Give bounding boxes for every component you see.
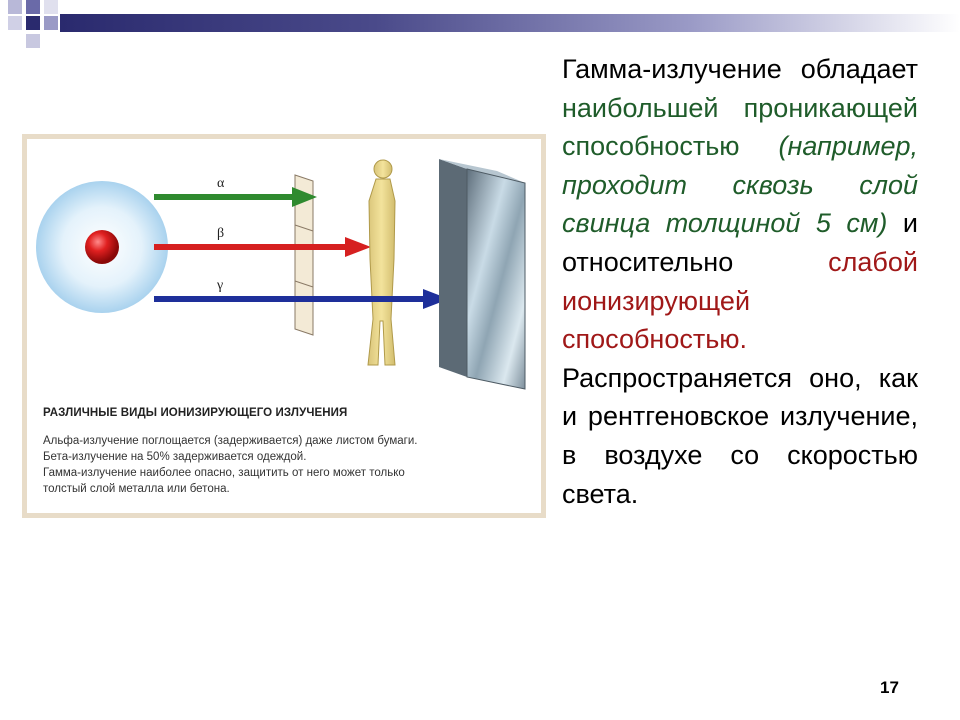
radiation-illustration: α β γ	[36, 159, 526, 390]
deco-square	[26, 0, 40, 14]
alpha-arrowhead	[292, 187, 317, 207]
page-number: 17	[880, 678, 899, 697]
deco-square	[26, 16, 40, 30]
radiation-source-ball	[85, 230, 119, 264]
figure-caption-line: Гамма-излучение наиболее опасно, защитит…	[43, 467, 405, 479]
alpha-label: α	[217, 176, 225, 191]
slide-body-text: Гамма-излучение обладает наибольшей прон…	[562, 50, 918, 513]
deco-square	[44, 0, 58, 14]
gamma-arrowhead	[423, 289, 449, 309]
beta-arrowhead	[345, 237, 371, 257]
figure-caption-line: толстый слой металла или бетона.	[43, 483, 230, 495]
paper-sheet	[294, 280, 314, 336]
text-black: и относительно	[562, 208, 918, 277]
header-decoration	[0, 0, 960, 52]
text-green: наибольшей проникающей способностью	[562, 92, 918, 162]
metal-slab	[439, 159, 526, 390]
human-figure	[367, 159, 396, 366]
figure-caption-line: Альфа-излучение поглощается (задерживает…	[43, 435, 418, 447]
deco-square	[8, 16, 22, 30]
paragraph-propagation: Распространяется оно, как и рентгеновско…	[562, 362, 918, 509]
beta-label: β	[217, 226, 224, 241]
header-gradient-band	[60, 14, 960, 32]
radiation-figure: α β γ РАЗЛИЧНЫЕ ВИДЫ ИОНИЗИРУЮЩЕГО ИЗЛУЧ…	[22, 134, 546, 518]
figure-caption-title: РАЗЛИЧНЫЕ ВИДЫ ИОНИЗИРУЮЩЕГО ИЗЛУЧЕНИЯ	[43, 407, 348, 419]
text-green-italic: (например, проходит сквозь слой свинца т…	[562, 131, 918, 239]
gamma-label: γ	[216, 278, 223, 293]
text-black: Гамма-излучение обладает	[562, 54, 918, 84]
text-red: слабой ионизирующей способностью.	[562, 246, 918, 355]
figure-caption-line: Бета-излучение на 50% задерживается одеж…	[43, 451, 307, 463]
deco-square	[8, 0, 22, 14]
paragraph-gamma-properties: Гамма-излучение обладает наибольшей прон…	[562, 50, 918, 359]
paper-sheet	[294, 224, 314, 290]
deco-square	[26, 34, 40, 48]
deco-square	[44, 16, 58, 30]
